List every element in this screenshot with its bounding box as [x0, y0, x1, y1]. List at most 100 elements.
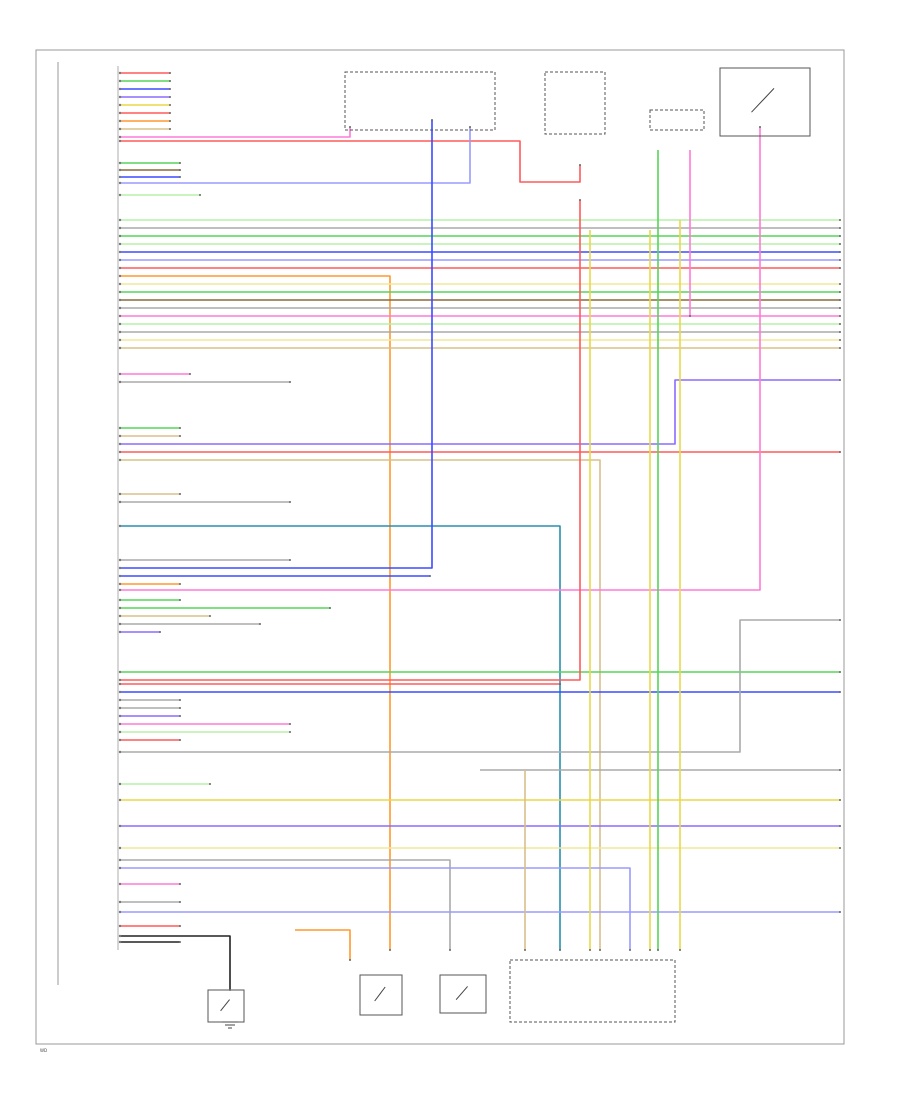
harness-pin	[118, 95, 122, 99]
component-outline-dashed	[649, 109, 705, 131]
harness-pin	[118, 798, 122, 802]
harness-pin	[118, 71, 122, 75]
harness-pin	[118, 442, 122, 446]
component-box	[439, 974, 487, 1014]
wire-terminal	[169, 80, 171, 82]
harness-pin	[118, 242, 122, 246]
harness-pin	[118, 622, 122, 626]
wire-terminal	[839, 347, 841, 349]
wire-terminal	[839, 251, 841, 253]
harness-pin	[118, 338, 122, 342]
connector-layer	[117, 66, 841, 991]
harness-pin	[118, 79, 122, 83]
harness-pin	[118, 175, 122, 179]
wire-terminal	[839, 283, 841, 285]
wire-terminal	[649, 949, 651, 951]
wire-terminal	[289, 723, 291, 725]
harness-pin	[118, 346, 122, 350]
harness-pin	[118, 630, 122, 634]
harness-pin	[118, 738, 122, 742]
harness-pin	[118, 258, 122, 262]
wire-red	[120, 140, 581, 183]
switch-symbol	[374, 986, 386, 1002]
wire-pink	[120, 127, 761, 591]
wire-tan	[120, 459, 601, 950]
harness-pin	[118, 450, 122, 454]
wire-terminal	[839, 451, 841, 453]
harness-pin	[118, 882, 122, 886]
wire-terminal	[449, 949, 451, 951]
wire-terminal	[179, 715, 181, 717]
harness-pin	[118, 127, 122, 131]
wire-terminal	[599, 949, 601, 951]
harness-pin	[118, 492, 122, 496]
wire-terminal	[179, 707, 181, 709]
harness-pin	[118, 330, 122, 334]
wire-terminal	[179, 162, 181, 164]
wire-terminal	[429, 575, 431, 577]
component-outline-dashed	[344, 71, 496, 131]
wire-terminal	[169, 96, 171, 98]
switch-symbol	[455, 986, 468, 1001]
harness-pin	[118, 722, 122, 726]
harness-pin	[118, 846, 122, 850]
wire-terminal	[169, 88, 171, 90]
harness-pin	[118, 226, 122, 230]
wire-terminal	[179, 941, 181, 943]
wire-terminal	[169, 128, 171, 130]
wire-terminal	[839, 307, 841, 309]
wire-terminal	[179, 883, 181, 885]
wire-terminal	[839, 227, 841, 229]
harness-pin	[118, 250, 122, 254]
wire-terminal	[169, 104, 171, 106]
wire-terminal	[209, 615, 211, 617]
wire-terminal	[839, 267, 841, 269]
wire-terminal	[839, 315, 841, 317]
wire-lightblue	[120, 127, 471, 184]
wire-terminal	[349, 126, 351, 128]
wire-terminal	[839, 769, 841, 771]
wire-terminal	[169, 120, 171, 122]
wire-terminal	[839, 671, 841, 673]
wire-terminal	[179, 176, 181, 178]
harness-pin	[118, 558, 122, 562]
wire-terminal	[839, 331, 841, 333]
wire-terminal	[179, 901, 181, 903]
wire-terminal	[389, 949, 391, 951]
harness-pin	[118, 574, 122, 578]
harness-pin	[118, 706, 122, 710]
wire-terminal	[839, 911, 841, 913]
harness-pin	[118, 168, 122, 172]
switch-symbol	[220, 999, 230, 1012]
wire-terminal	[839, 323, 841, 325]
wire-terminal	[559, 683, 561, 685]
wire-terminal	[839, 339, 841, 341]
wire-terminal	[431, 119, 433, 121]
harness-pin	[118, 274, 122, 278]
wire-gray	[120, 859, 451, 950]
harness-pin	[118, 290, 122, 294]
wire-violet	[120, 379, 840, 445]
wire-red	[120, 200, 581, 681]
component-box	[207, 989, 245, 1023]
wire-terminal	[657, 949, 659, 951]
wire-terminal	[839, 219, 841, 221]
wire-terminal	[839, 847, 841, 849]
wire-terminal	[559, 949, 561, 951]
wire-terminal	[259, 623, 261, 625]
wire-terminal	[689, 315, 691, 317]
harness-pin	[118, 606, 122, 610]
wire-terminal	[179, 583, 181, 585]
harness-pin	[118, 103, 122, 107]
harness-pin	[118, 234, 122, 238]
wire-terminal	[189, 373, 191, 375]
harness-pin	[118, 698, 122, 702]
wire-teal	[120, 525, 561, 950]
harness-pin	[118, 910, 122, 914]
harness-pin	[118, 866, 122, 870]
wire-terminal	[629, 949, 631, 951]
wire-terminal	[839, 825, 841, 827]
wire-terminal	[179, 739, 181, 741]
wire-terminal	[839, 799, 841, 801]
harness-pin	[118, 161, 122, 165]
